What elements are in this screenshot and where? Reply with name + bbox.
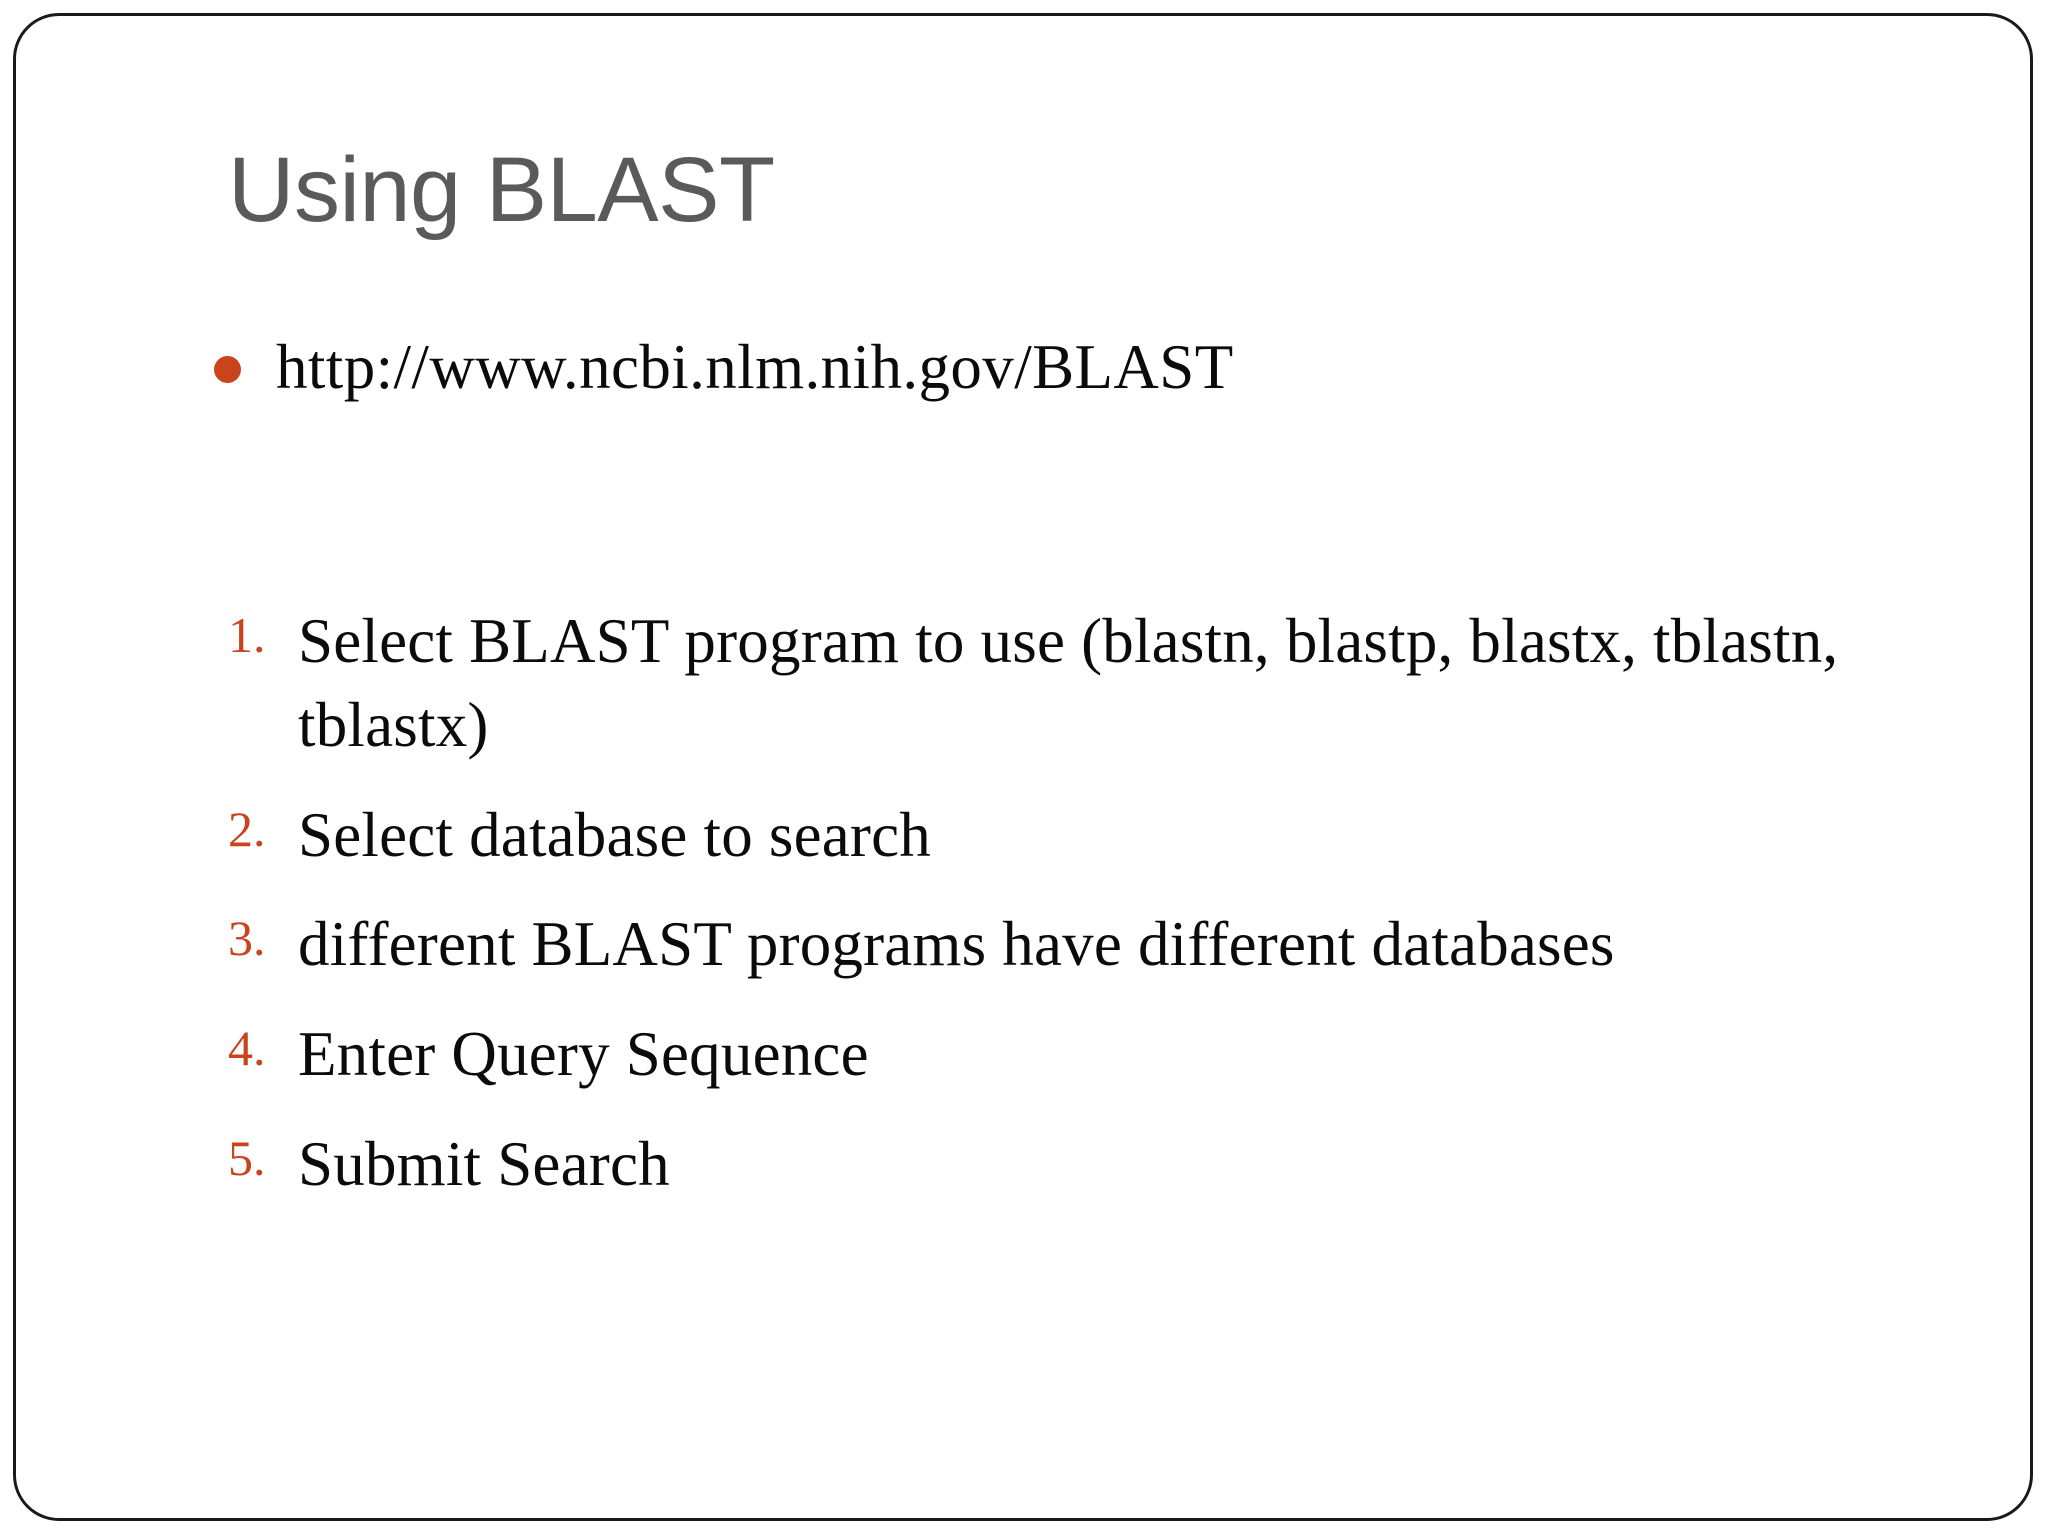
list-item-label: Select BLAST program to use (blastn, bla… xyxy=(298,606,1839,760)
list-item: http://www.ncbi.nlm.nih.gov/BLAST xyxy=(214,330,1914,404)
list-item-label: Enter Query Sequence xyxy=(298,1019,869,1090)
list-item-number: 5. xyxy=(228,1129,266,1186)
bullet-list: http://www.ncbi.nlm.nih.gov/BLAST xyxy=(214,330,1914,424)
list-item-number: 2. xyxy=(228,800,266,857)
bullet-marker-cell xyxy=(214,330,276,383)
bullet-dot-icon xyxy=(214,356,241,383)
bullet-url-text[interactable]: http://www.ncbi.nlm.nih.gov/BLAST xyxy=(276,332,1234,402)
list-item-number: 4. xyxy=(228,1020,266,1077)
list-item-label: different BLAST programs have different … xyxy=(298,909,1615,980)
list-item: 2. Select database to search xyxy=(214,794,1934,878)
list-item: 3. different BLAST programs have differe… xyxy=(214,903,1934,987)
list-item: 5. Submit Search xyxy=(214,1123,1934,1207)
list-item-label: Submit Search xyxy=(298,1128,670,1199)
page-title: Using BLAST xyxy=(228,139,775,241)
numbered-list: 1. Select BLAST program to use (blastn, … xyxy=(214,600,1934,1233)
list-item-number: 3. xyxy=(228,910,266,967)
list-item-label: Select database to search xyxy=(298,799,931,870)
list-item: 1. Select BLAST program to use (blastn, … xyxy=(214,600,1934,768)
list-item-number: 1. xyxy=(228,607,266,663)
list-item: 4. Enter Query Sequence xyxy=(214,1013,1934,1097)
